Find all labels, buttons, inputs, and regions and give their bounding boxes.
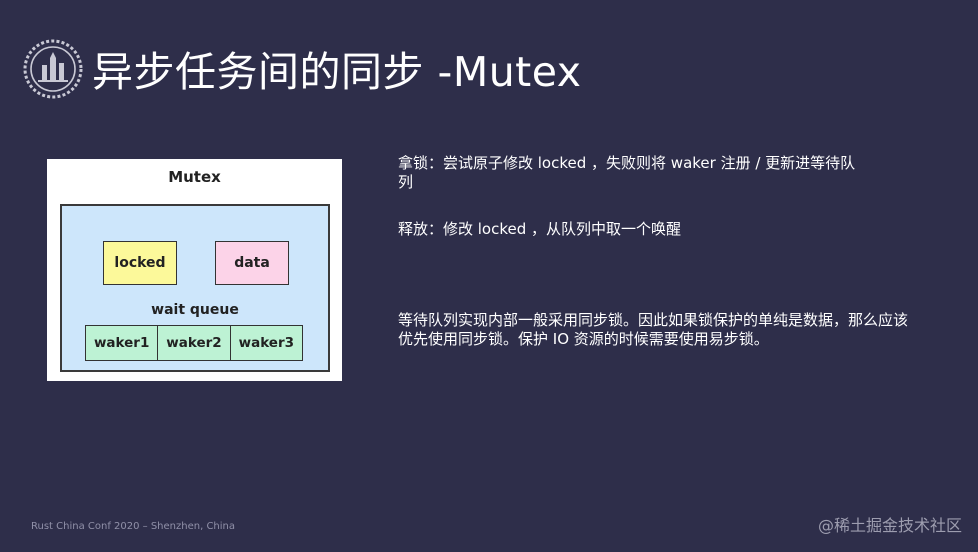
acquire-description: 拿锁：尝试原子修改 locked ，失败则将 waker 注册 / 更新进等待队… xyxy=(398,154,856,191)
wait-queue-label: wait queue xyxy=(151,302,239,318)
conference-footer: Rust China Conf 2020 – Shenzhen, China xyxy=(31,521,236,532)
wait-queue: waker1 waker2 waker3 xyxy=(85,325,303,361)
watermark: @稀土掘金技术社区 xyxy=(817,516,962,535)
release-description: 释放：修改 locked ，从队列中取一个唤醒 xyxy=(398,220,682,238)
mutex-label: Mutex xyxy=(168,168,221,186)
slide-title: 异步任务间的同步 -Mutex xyxy=(92,48,582,96)
waker-slot: waker1 xyxy=(85,325,159,361)
locked-field: locked xyxy=(103,241,177,285)
rust-china-conf-logo-icon xyxy=(23,39,83,99)
data-field: data xyxy=(215,241,289,285)
waker-slot: waker3 xyxy=(230,325,303,361)
waker-slot: waker2 xyxy=(158,325,231,361)
mutex-diagram: Mutex locked data wait queue waker1 wake… xyxy=(47,159,342,381)
implementation-note: 等待队列实现内部一般采用同步锁。因此如果锁保护的单纯是数据，那么应该优先使用同步… xyxy=(398,311,909,348)
mutex-container: locked data wait queue waker1 waker2 wak… xyxy=(60,204,330,372)
